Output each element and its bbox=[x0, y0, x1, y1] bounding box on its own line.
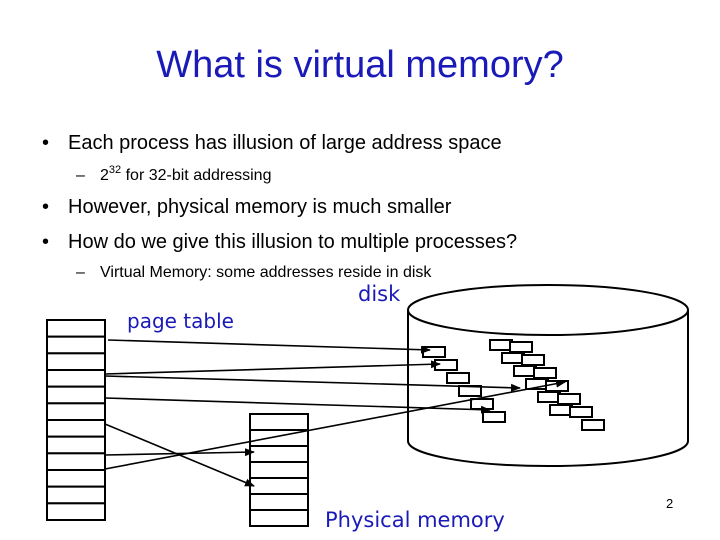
page-table bbox=[46, 319, 106, 522]
bullet-2: • However, physical memory is much smalle… bbox=[42, 196, 451, 219]
disk-block bbox=[470, 398, 494, 410]
slide-number: 2 bbox=[666, 496, 674, 511]
subbullet-1-base: 2 bbox=[100, 167, 109, 184]
bullet-glyph: • bbox=[42, 231, 50, 253]
disk-top bbox=[407, 284, 689, 336]
bullet-3-text: How do we give this illusion to multiple… bbox=[68, 231, 518, 253]
bullet-3: • How do we give this illusion to multipl… bbox=[42, 231, 517, 254]
physical-memory-frame bbox=[249, 445, 309, 463]
page-table-label: page table bbox=[127, 309, 234, 333]
disk-block bbox=[513, 365, 537, 377]
slide-title: What is virtual memory? bbox=[156, 44, 564, 86]
page-table-entry bbox=[46, 319, 106, 338]
dash-glyph: – bbox=[76, 264, 85, 281]
disk-label: disk bbox=[358, 282, 401, 306]
page-table-entry bbox=[46, 469, 106, 488]
page-table-entry bbox=[46, 369, 106, 388]
subbullet-1-exponent: 32 bbox=[108, 164, 122, 176]
bullet-1: • Each process has illusion of large addr… bbox=[42, 132, 502, 155]
page-table-entry bbox=[46, 385, 106, 405]
dash-glyph: – bbox=[76, 167, 85, 184]
subbullet-2: –Virtual Memory: some addresses reside i… bbox=[76, 264, 431, 282]
subbullet-1: –232 for 32-bit addressing bbox=[76, 164, 272, 185]
bullet-2-text: However, physical memory is much smaller bbox=[68, 196, 452, 218]
page-table-entry bbox=[46, 402, 106, 422]
disk-block bbox=[581, 419, 605, 431]
physical-memory-frame bbox=[249, 461, 309, 479]
page-table-entry bbox=[46, 485, 106, 505]
disk-block bbox=[509, 341, 533, 353]
mapping-arrow bbox=[104, 423, 255, 487]
disk-block bbox=[549, 404, 573, 416]
page-table-entry bbox=[46, 352, 106, 372]
disk-block bbox=[569, 406, 593, 418]
bullet-glyph: • bbox=[42, 132, 50, 154]
page-table-entry bbox=[46, 452, 106, 472]
disk-block bbox=[533, 367, 557, 379]
mapping-arrows bbox=[104, 339, 566, 487]
mapping-arrow bbox=[104, 360, 441, 375]
disk-block bbox=[434, 359, 458, 371]
page-table-entry bbox=[46, 435, 106, 455]
physical-memory-frame bbox=[249, 413, 309, 431]
mapping-arrow bbox=[104, 379, 566, 470]
disk-block bbox=[422, 346, 446, 358]
bullet-glyph: • bbox=[42, 196, 50, 218]
disk-block bbox=[521, 354, 545, 366]
physical-memory-frame bbox=[249, 493, 309, 511]
disk-block bbox=[537, 391, 561, 403]
page-table-entry bbox=[46, 502, 106, 522]
mapping-arrow bbox=[104, 375, 521, 392]
mapping-arrow bbox=[107, 339, 431, 354]
bullet-1-text: Each process has illusion of large addre… bbox=[68, 132, 502, 154]
mapping-arrow bbox=[104, 448, 255, 457]
subbullet-1-text: for 32-bit addressing bbox=[121, 167, 272, 184]
page-table-entry bbox=[46, 335, 106, 355]
disk-block bbox=[482, 411, 506, 423]
physical-memory-frame bbox=[249, 509, 309, 527]
physical-memory bbox=[249, 413, 309, 527]
disk-block bbox=[557, 393, 581, 405]
disk-block bbox=[446, 372, 470, 384]
physical-memory-label: Physical memory bbox=[325, 508, 505, 532]
disk-block bbox=[489, 339, 513, 351]
disk-block bbox=[501, 352, 525, 364]
physical-memory-frame bbox=[249, 477, 309, 495]
subbullet-2-text: Virtual Memory: some addresses reside in… bbox=[100, 264, 432, 281]
page-table-entry bbox=[46, 419, 106, 438]
